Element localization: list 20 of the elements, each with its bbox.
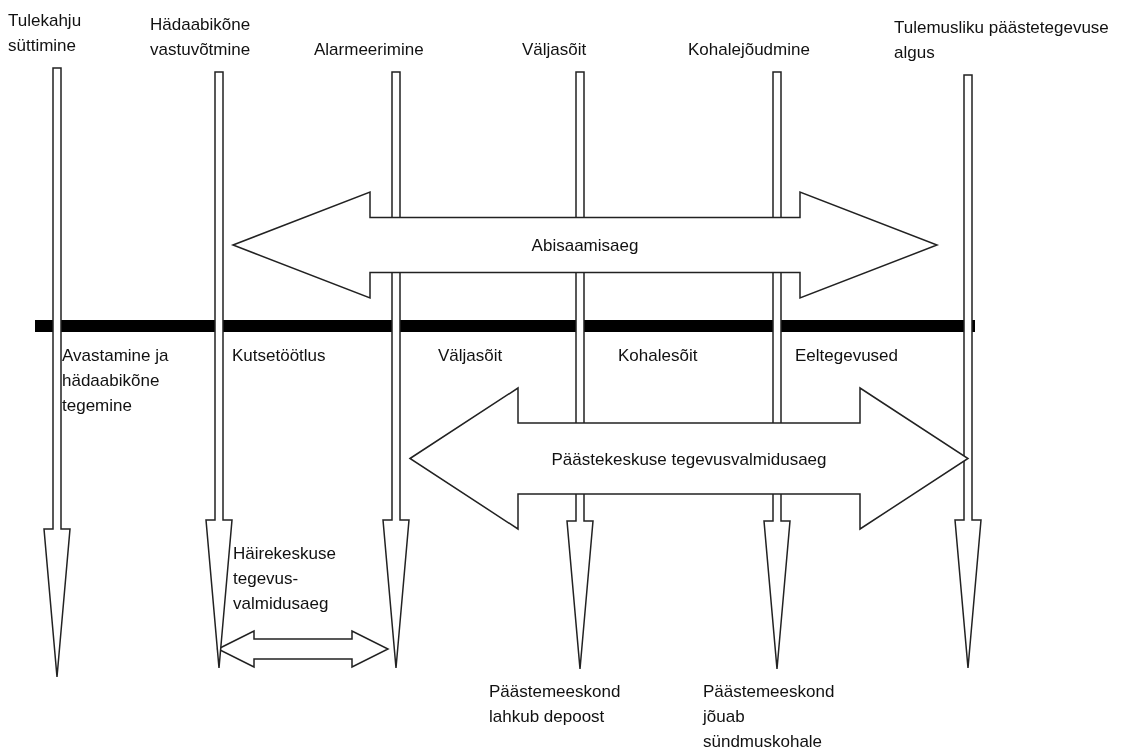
event-label: Väljasõit: [522, 37, 587, 62]
event-label: Päästemeeskond lahkub depoost: [489, 679, 629, 729]
phase-label: Väljasõit: [438, 345, 503, 367]
arrow-label: Abisaamisaeg: [530, 234, 640, 257]
timeline-arrow: [382, 71, 410, 669]
phase-label: Kohalesõit: [618, 345, 698, 367]
event-label: Alarmeerimine: [314, 37, 424, 62]
phase-label: Avastamine ja hädaabikõne tegemine: [62, 345, 170, 417]
event-label: Hädaabikõne vastuvõtmine: [150, 12, 285, 62]
event-label: Tulekahju süttimine: [8, 8, 118, 58]
phase-label: Kutsetöötlus: [232, 345, 326, 367]
event-label: Päästemeeskond jõuab sündmuskohale: [703, 679, 843, 754]
phase-label: Häirekeskuse tegevus- valmidusaeg: [233, 543, 337, 615]
timeline-arrow: [43, 67, 71, 678]
timeline-arrow: [954, 74, 982, 669]
timeline-arrow: [205, 71, 233, 669]
phase-label: Eeltegevused: [795, 345, 899, 367]
arrow-label: Päästekeskuse tegevusvalmidusaeg: [550, 448, 828, 470]
event-label: Tulemusliku päästetegevuse algus: [894, 15, 1138, 65]
event-label: Kohalejõudmine: [688, 37, 810, 62]
